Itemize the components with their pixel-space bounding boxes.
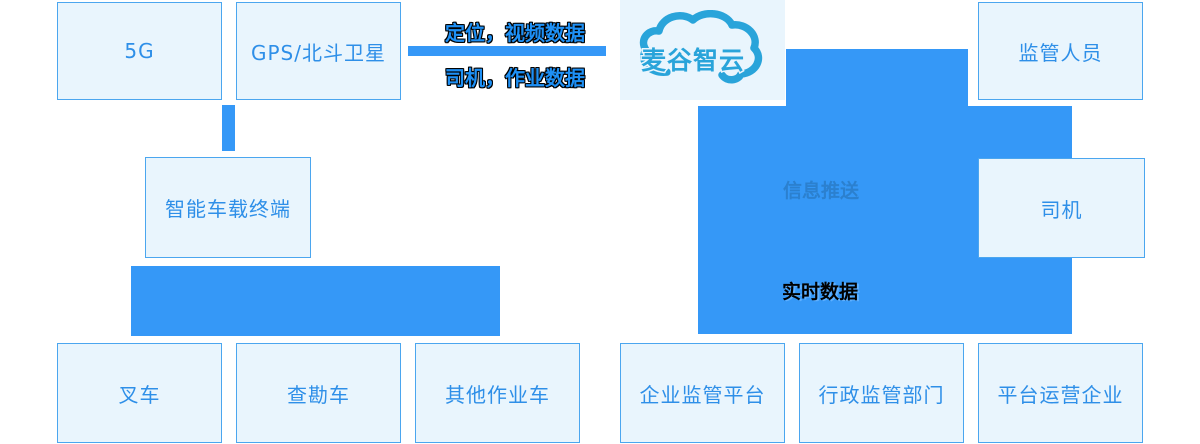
node-enterprise-supervision-platform-label: 企业监管平台: [639, 382, 766, 407]
connector-terminal-to-vehicles: [131, 266, 500, 336]
node-forklift: 叉车: [57, 343, 222, 443]
edge-label-positioning-video-data: 定位，视频数据: [445, 21, 585, 45]
node-enterprise-supervision-platform: 企业监管平台: [620, 343, 785, 443]
edge-label-realtime-data: 实时数据: [782, 281, 859, 303]
cloud-logo-text: 麦谷智云: [641, 46, 745, 75]
node-gps-beidou: GPS/北斗卫星: [236, 2, 401, 100]
node-gps-beidou-label: GPS/北斗卫星: [251, 40, 386, 65]
node-driver: 司机: [978, 158, 1145, 258]
edge-label-driver-work-data: 司机，作业数据: [445, 66, 585, 90]
node-smart-vehicle-terminal-label: 智能车载终端: [165, 197, 291, 221]
node-5g: 5G: [57, 2, 222, 100]
connector-gps-to-cloud: [408, 46, 606, 56]
node-platform-operating-enterprise-label: 平台运营企业: [997, 382, 1124, 407]
node-cloud-platform: 麦谷智云: [620, 0, 785, 100]
node-supervisors-label: 监管人员: [1018, 40, 1103, 65]
node-survey-vehicle: 查勘车: [236, 343, 401, 443]
connector-gps-to-terminal: [222, 105, 235, 151]
node-driver-label: 司机: [1040, 197, 1083, 222]
node-5g-label: 5G: [124, 39, 155, 63]
cloud-outline: [639, 10, 762, 84]
node-smart-vehicle-terminal: 智能车载终端: [145, 157, 311, 258]
node-other-work-vehicle: 其他作业车: [415, 343, 580, 443]
node-other-work-vehicle-label: 其他作业车: [445, 382, 550, 407]
cloud-logo-icon: 麦谷智云: [639, 10, 762, 84]
node-supervisors: 监管人员: [978, 2, 1143, 100]
node-survey-vehicle-label: 查勘车: [287, 382, 350, 407]
node-platform-operating-enterprise: 平台运营企业: [978, 343, 1143, 443]
node-administrative-supervision-dept-label: 行政监管部门: [818, 382, 945, 407]
node-forklift-label: 叉车: [118, 382, 161, 407]
edge-label-info-push: 信息推送: [783, 180, 860, 202]
node-administrative-supervision-dept: 行政监管部门: [799, 343, 964, 443]
connector-cloud-to-right: [786, 49, 968, 109]
